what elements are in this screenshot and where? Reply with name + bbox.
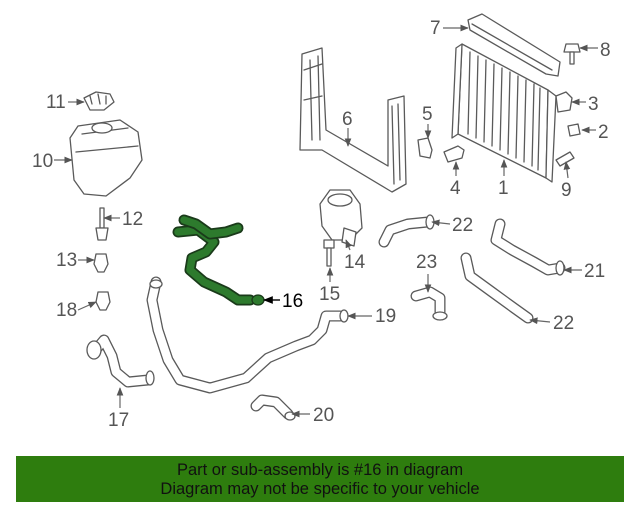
part-8-bolt: [563, 43, 581, 65]
callout-4: 4: [450, 178, 461, 199]
part-11-cap: [83, 91, 115, 111]
callout-1: 1: [498, 178, 509, 199]
leader-lines: [54, 24, 598, 418]
banner-line-1: Part or sub-assembly is #16 in diagram: [176, 461, 464, 479]
callout-18: 18: [56, 300, 77, 321]
callout-22-lower: 22: [553, 313, 574, 334]
part-7-top-bracket: [467, 13, 561, 77]
part-2-clip: [567, 123, 581, 137]
callout-7: 7: [430, 18, 441, 39]
callout-labels: 1 2 3 4 5 6 7 8 9 11 10 12 13 14 15 16 1…: [32, 18, 611, 431]
part-17-hose: [86, 334, 155, 388]
callout-9: 9: [561, 180, 572, 201]
callout-19: 19: [375, 306, 396, 327]
part-22-upper-hose: [378, 214, 435, 248]
part-5-bracket: [417, 137, 433, 159]
callout-10: 10: [32, 151, 53, 172]
callout-6: 6: [342, 109, 353, 130]
callout-14: 14: [344, 252, 366, 273]
callout-3: 3: [588, 94, 599, 115]
callout-16: 16: [282, 291, 303, 312]
callout-21: 21: [584, 261, 605, 282]
callout-5: 5: [422, 104, 433, 125]
callout-17: 17: [108, 410, 129, 431]
part-15-bolt: [323, 239, 335, 267]
part-13-sensor: [93, 253, 109, 273]
callout-11: 11: [46, 92, 66, 113]
callout-2: 2: [598, 122, 609, 143]
part-9-sensor: [555, 151, 575, 167]
part-3-mount: [555, 91, 573, 113]
part-14-thermostat: [319, 189, 363, 247]
part-6-support-frame: [299, 47, 407, 193]
part-22-lower-pipe: [460, 252, 534, 324]
callout-15: 15: [319, 284, 340, 305]
part-23-elbow: [410, 286, 448, 321]
part-20-small-hose: [250, 394, 296, 421]
banner-line-2: Diagram may not be specific to your vehi…: [160, 480, 480, 498]
callout-22-upper: 22: [452, 215, 473, 236]
part-19-coolant-pipe: [146, 276, 349, 394]
part-10-expansion-tank: [69, 119, 143, 197]
callout-12: 12: [122, 209, 143, 230]
callout-8: 8: [600, 40, 611, 61]
callout-13: 13: [56, 250, 77, 271]
part-4-pad: [443, 145, 465, 163]
part-18-sensor: [95, 291, 111, 311]
part-12-sensor: [95, 207, 109, 241]
parts-diagram: 1 2 3 4 5 6 7 8 9 11 10 12 13 14 15 16 1…: [32, 13, 611, 431]
part-21-hose: [490, 218, 566, 276]
callout-20: 20: [313, 405, 334, 426]
info-banner: Part or sub-assembly is #16 in diagram D…: [16, 456, 624, 502]
part-1-radiator: [451, 43, 557, 183]
callout-23: 23: [416, 252, 437, 273]
part-16-hose-highlighted: [172, 214, 265, 306]
